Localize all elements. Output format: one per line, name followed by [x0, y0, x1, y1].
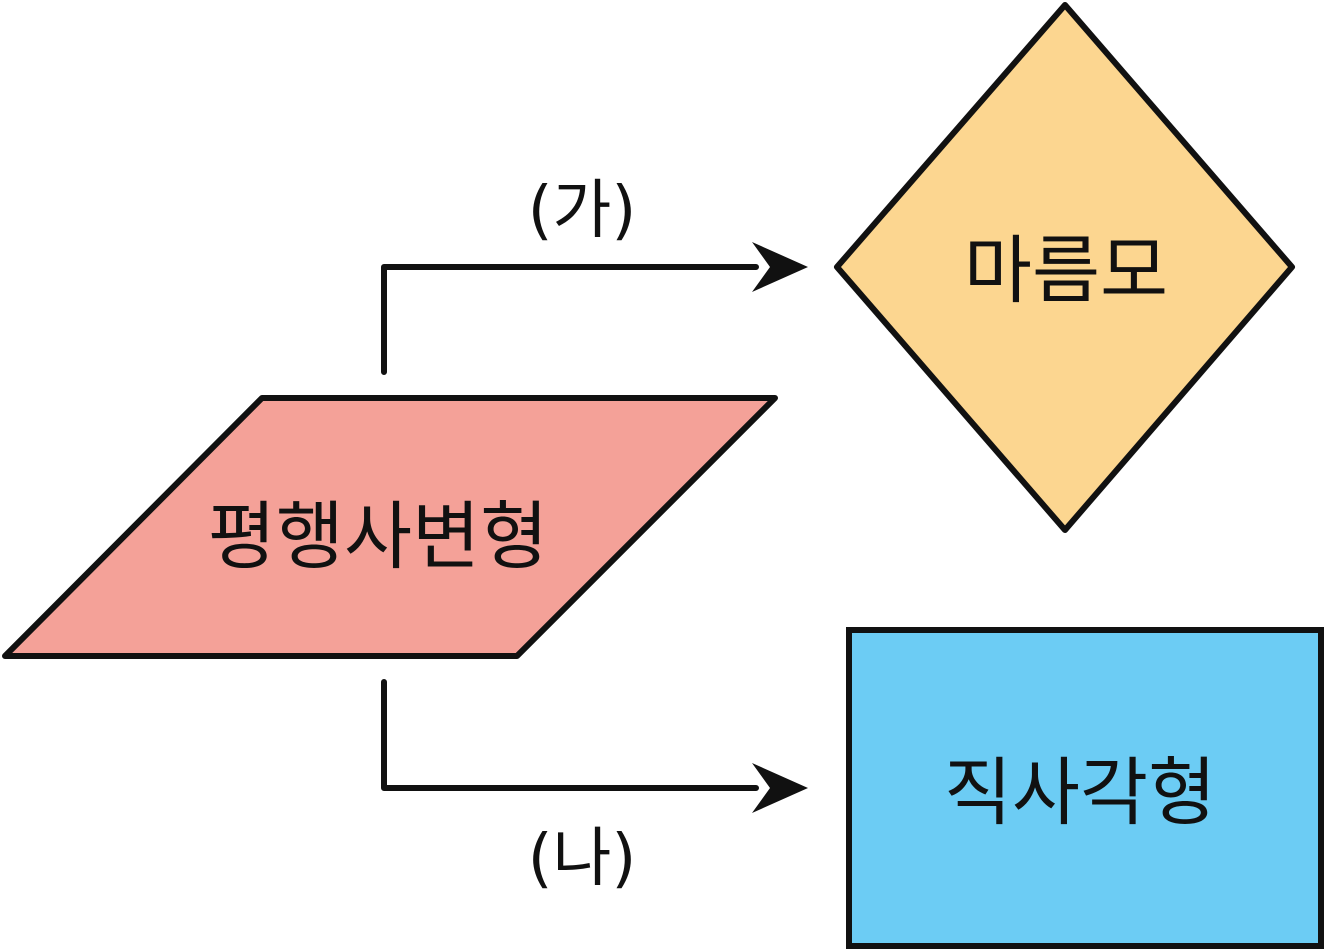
- arrow-to-rectangle: [381, 679, 759, 791]
- rhombus-shape: [834, 2, 1295, 533]
- rectangle-label: 직사각형: [944, 750, 1216, 836]
- edge-label-na: (나): [528, 822, 637, 896]
- parallelogram-shape: [2, 395, 778, 659]
- arrowhead-to-rhombus: [752, 242, 808, 292]
- edge-label-ga: (가): [528, 174, 637, 248]
- rectangle-shape: [846, 627, 1324, 949]
- arrow-to-rhombus: [381, 264, 759, 375]
- parallelogram-label: 평행사변형: [208, 494, 548, 580]
- rhombus-label: 마름모: [964, 228, 1168, 314]
- arrowhead-to-rectangle: [752, 763, 808, 813]
